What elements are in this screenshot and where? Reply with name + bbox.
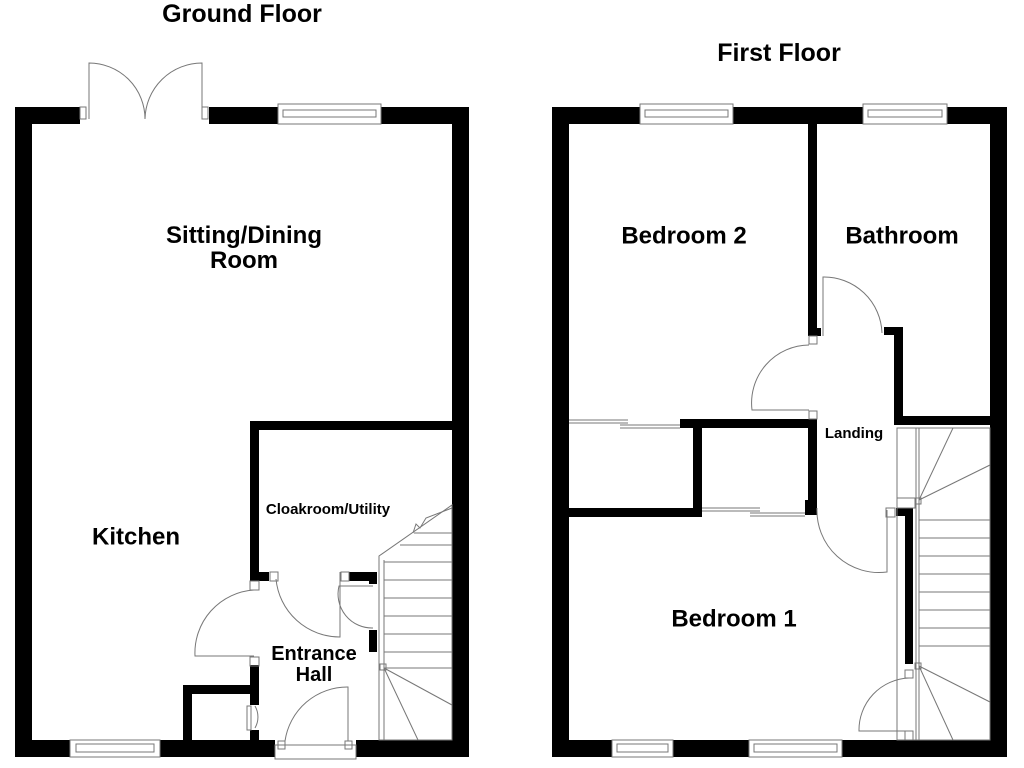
first-floor-fixtures [569, 103, 991, 758]
first-floor-title: First Floor [717, 39, 841, 67]
room-label-landing: Landing [824, 425, 884, 443]
room-label-entrance-hall: Entrance Hall [271, 643, 357, 686]
ground-floor-title: Ground Floor [162, 0, 322, 28]
room-label-bathroom: Bathroom [845, 222, 959, 250]
room-label-kitchen: Kitchen [91, 523, 181, 551]
room-label-cloakroom-utility: Cloakroom/Utility [265, 501, 391, 519]
first-floor-walls [552, 107, 1007, 757]
ground-floor-fixtures [69, 62, 453, 760]
room-label-bedroom-2: Bedroom 2 [621, 222, 747, 250]
room-label-bedroom-1: Bedroom 1 [671, 605, 797, 633]
ground-floor-walls [15, 107, 469, 757]
room-label-sitting-dining: Sitting/Dining Room [166, 221, 322, 274]
